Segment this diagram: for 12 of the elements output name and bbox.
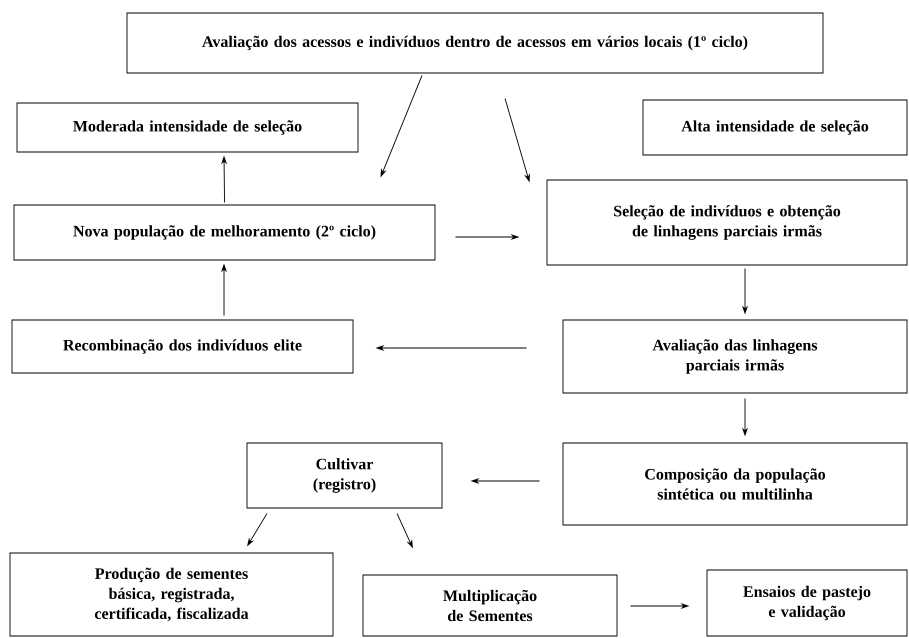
- process-box: Composição da população sintética ou multilinha: [562, 442, 908, 526]
- process-box: Moderada intensidade de seleção: [16, 102, 358, 152]
- process-box: Alta intensidade de seleção: [642, 100, 908, 156]
- process-box: Recombinação dos indivíduos elite: [12, 320, 354, 374]
- process-box: Nova população de melhoramento (2º ciclo): [14, 204, 436, 260]
- process-box: Seleção de indivíduos e obtenção de linhagens parciais irmãs: [546, 180, 908, 266]
- process-box: Cultivar (registro): [246, 442, 442, 508]
- process-box: Produção de sementes básica, registrada, certificada, fiscalizada: [10, 552, 334, 636]
- process-box: Avaliação das linhagens parciais irmãs: [562, 320, 908, 394]
- process-box: Ensaios de pastejo e validação: [706, 570, 908, 636]
- process-box: Avaliação dos acessos e indivíduos dentro de acessos em vários locais (1º ciclo): [126, 12, 824, 74]
- process-box: Multiplicação de Sementes: [362, 574, 618, 636]
